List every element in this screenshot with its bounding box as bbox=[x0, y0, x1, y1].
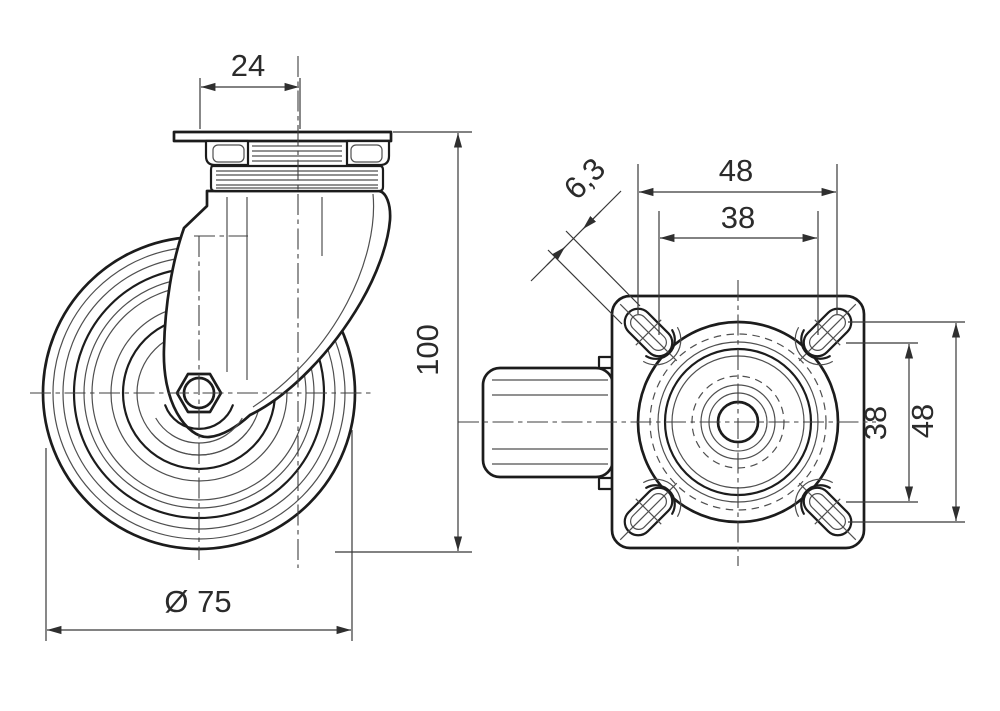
dim-text-38-v: 38 bbox=[858, 406, 893, 440]
top-plate-side bbox=[172, 130, 393, 193]
caster-side-view bbox=[30, 56, 393, 568]
dim-hole-pitch-inner-h: 38 bbox=[658, 200, 819, 335]
dim-plate-offset: 24 bbox=[199, 48, 301, 129]
bolt-slot-bottom-right bbox=[794, 478, 857, 541]
dim-text-38-h: 38 bbox=[721, 200, 755, 235]
dim-wheel-diameter: Ø 75 bbox=[45, 430, 353, 641]
dim-text-48-v: 48 bbox=[905, 404, 940, 438]
dim-text-48-h: 48 bbox=[719, 153, 753, 188]
dim-text-wheel-diameter: Ø 75 bbox=[164, 584, 231, 619]
mounting-plate-top-view bbox=[458, 280, 876, 566]
dim-text-100: 100 bbox=[410, 324, 445, 376]
dim-text-24: 24 bbox=[231, 48, 265, 83]
dim-hole-pitch-outer-h: 48 bbox=[637, 153, 838, 314]
dim-text-6-3: 6,3 bbox=[557, 151, 612, 206]
dim-hole-pitch-inner-v: 38 bbox=[846, 342, 918, 503]
bolt-slot-top-left bbox=[619, 303, 682, 366]
swivel-fork bbox=[162, 189, 392, 439]
bolt-slot-bottom-left bbox=[619, 478, 682, 541]
bolt-slot-top-right bbox=[794, 303, 857, 366]
dim-hole-pitch-outer-v: 48 bbox=[848, 321, 965, 523]
dim-overall-height: 100 bbox=[335, 131, 472, 553]
